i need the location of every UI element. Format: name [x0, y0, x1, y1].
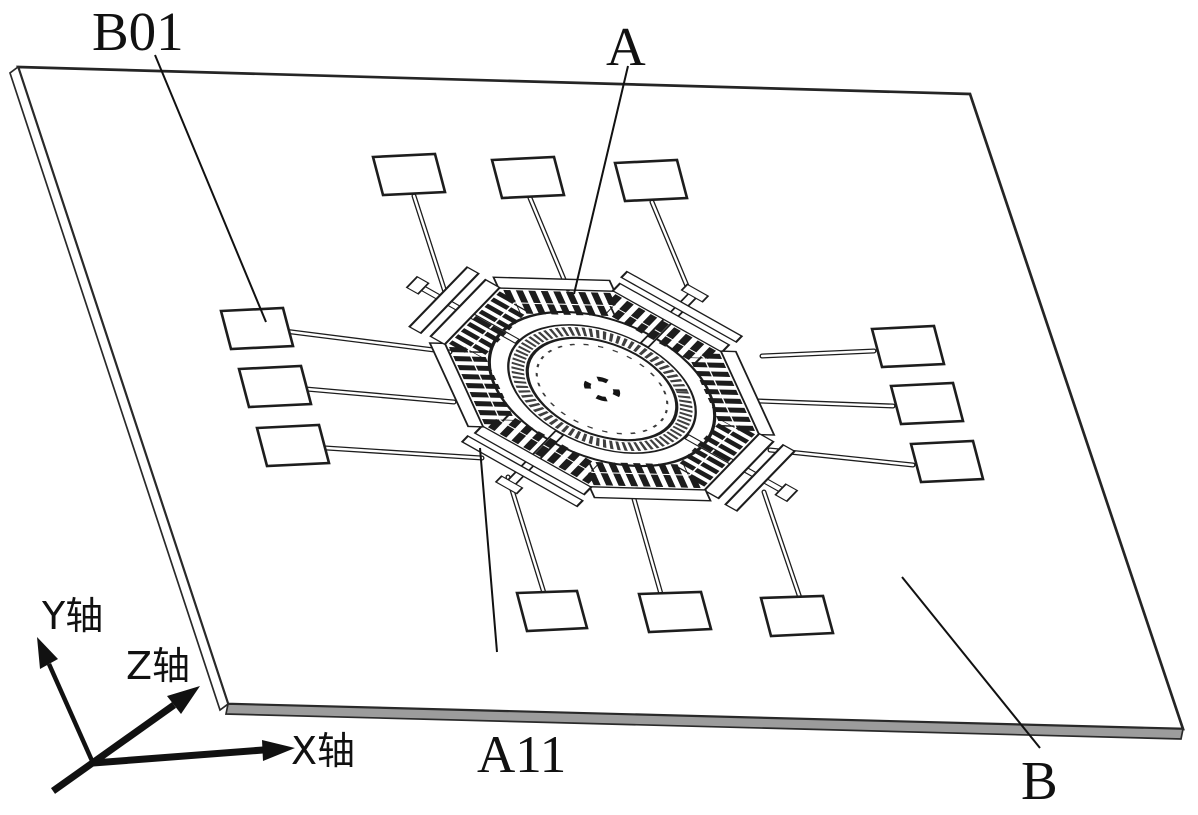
comb-drive-southeast — [676, 419, 796, 512]
comb-drive-south — [587, 461, 712, 502]
leader-lines — [154, 54, 1041, 749]
label-b01: B01 — [92, 1, 184, 62]
leader-line-b01 — [154, 54, 267, 323]
y-axis-arrowhead — [37, 637, 58, 669]
bond-pad — [490, 155, 566, 200]
leader-line-b — [901, 576, 1041, 749]
bond-pad — [515, 589, 589, 633]
bond-pad — [613, 158, 689, 203]
leader-line-a11 — [479, 447, 498, 653]
comb-drive-northeast — [605, 270, 744, 364]
substrate-left-side-face — [9, 65, 229, 712]
bond-pad — [371, 152, 447, 197]
bond-pad — [870, 324, 946, 369]
bond-pad — [889, 381, 965, 426]
label-a: A — [606, 16, 646, 77]
x-axis-line — [92, 746, 264, 767]
bond-pad — [759, 594, 835, 638]
comb-drive-west — [428, 342, 515, 428]
coordinate-axes: Y轴 Z轴 X轴 — [37, 594, 355, 794]
comb-drive-east — [689, 350, 776, 436]
y-axis-label: Y轴 — [41, 594, 103, 638]
resonator-assembly — [405, 266, 799, 512]
x-axis-label: X轴 — [291, 729, 355, 773]
x-axis-arrowhead — [262, 740, 295, 761]
bond-pad — [909, 439, 985, 484]
label-a11: A11 — [477, 726, 566, 784]
bond-pad — [637, 590, 713, 634]
z-axis-line — [50, 702, 177, 794]
bond-pad — [219, 306, 295, 351]
z-axis-label: Z轴 — [126, 644, 190, 688]
comb-drive-north — [492, 276, 617, 317]
z-axis-arrowhead — [167, 686, 200, 714]
y-axis-line — [46, 663, 96, 764]
comb-drive-southwest — [460, 414, 599, 508]
bond-pad — [255, 423, 331, 468]
label-b: B — [1021, 750, 1058, 811]
comb-drive-northwest — [408, 266, 528, 359]
substrate-bottom-side-face — [224, 703, 1185, 740]
leader-line-a — [573, 65, 629, 295]
bond-pad — [237, 364, 313, 409]
ring-stipple-band — [511, 327, 693, 451]
bond-pads — [219, 152, 985, 638]
